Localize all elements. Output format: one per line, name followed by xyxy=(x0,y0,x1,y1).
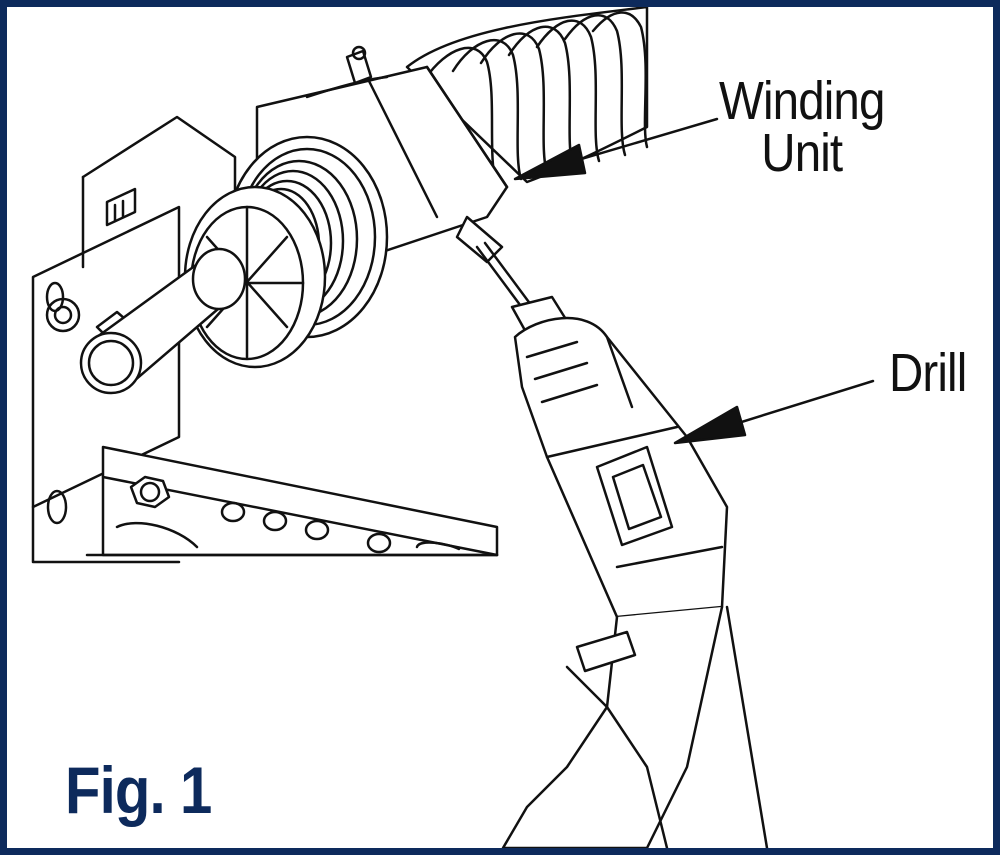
winding-unit-label: Winding Unit xyxy=(719,71,885,183)
winding-unit-label-line2: Unit xyxy=(761,123,843,183)
drill-arrow xyxy=(673,379,875,445)
winding-unit-arrow xyxy=(513,117,719,181)
cable-drum xyxy=(183,135,389,369)
slotted-rail xyxy=(85,445,499,557)
drill-body xyxy=(501,316,769,848)
shaft xyxy=(79,247,247,395)
figure-number: Fig. 1 xyxy=(65,753,212,827)
line-drawing xyxy=(31,7,875,848)
winding-unit-label-line1: Winding xyxy=(719,71,885,131)
drill-label: Drill xyxy=(889,343,967,403)
